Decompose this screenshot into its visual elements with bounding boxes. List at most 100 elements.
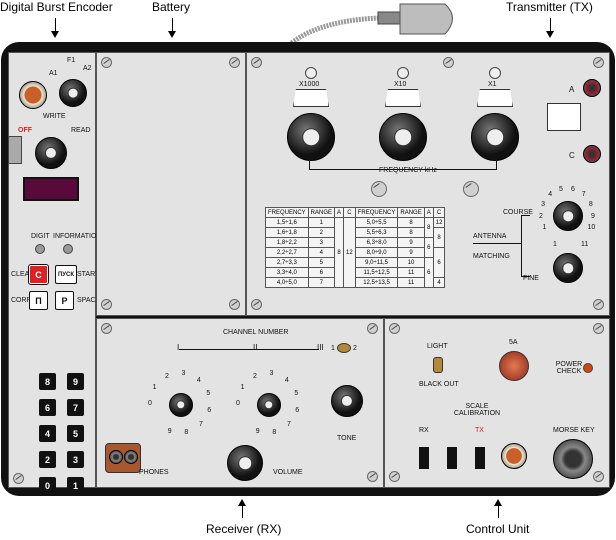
key-digit-7[interactable]: 7 xyxy=(67,399,84,416)
screw xyxy=(251,57,262,68)
label-fine: FINE xyxy=(523,275,539,282)
arrow-head-transmitter xyxy=(546,31,554,38)
scale-mark: 6 xyxy=(295,406,300,414)
callout-transmitter: Transmitter (TX) xyxy=(506,0,593,14)
adjust-screw-1[interactable] xyxy=(371,181,387,197)
label-course: COURSE xyxy=(503,209,533,216)
volume-knob[interactable] xyxy=(227,445,263,481)
key-start[interactable]: ПУСК xyxy=(55,265,77,284)
channel-dial-2[interactable] xyxy=(257,393,281,417)
table-header: A xyxy=(423,207,434,218)
scale-mark: 7 xyxy=(581,191,586,199)
table-cell: 11 xyxy=(397,277,425,288)
key-digit-0[interactable]: 0 xyxy=(39,477,56,494)
callout-battery: Battery xyxy=(152,0,191,14)
phones-socket-1[interactable] xyxy=(109,450,123,464)
antenna-matching-line xyxy=(473,243,521,244)
label-off: OFF xyxy=(18,127,32,134)
course-fine-bracket xyxy=(521,215,530,277)
tx-calibration-switch[interactable] xyxy=(475,447,485,469)
antenna-a-jack[interactable] xyxy=(583,79,601,97)
table-cell: 5,0÷5,5 xyxy=(354,217,399,228)
key-digit-3[interactable]: 3 xyxy=(67,451,84,468)
table-cell: 12,5÷13,5 xyxy=(354,277,399,288)
scale-mark: 6 xyxy=(570,185,575,193)
key-digit-8[interactable]: 8 xyxy=(39,373,56,390)
x10-knob[interactable] xyxy=(379,113,427,161)
fuse-holder[interactable] xyxy=(499,351,529,381)
table-cell: 5 xyxy=(307,257,336,268)
x1000-lamp xyxy=(305,67,317,79)
label-frequency-khz: FREQUENCY kHz xyxy=(379,167,437,174)
table-header: RANGE xyxy=(397,207,425,218)
label-x1: X1 xyxy=(488,81,497,88)
calibration-switch[interactable] xyxy=(447,447,457,469)
key-digit-5[interactable]: 5 xyxy=(67,425,84,442)
table-cell: 4 xyxy=(432,277,446,288)
label-ch1: I xyxy=(177,343,180,352)
key-digit-1[interactable]: 1 xyxy=(67,477,84,494)
table-cell: 11,5÷12,5 xyxy=(354,267,399,278)
scale-mark: 3 xyxy=(269,370,274,378)
phones-socket-2[interactable] xyxy=(124,450,138,464)
mode-knob[interactable] xyxy=(59,79,87,107)
table-header: FREQUENCY xyxy=(265,207,309,218)
table-cell: 8 xyxy=(423,217,434,238)
key-digit-4[interactable]: 4 xyxy=(39,425,56,442)
fine-knob[interactable] xyxy=(553,253,583,283)
scale-mark: 9 xyxy=(167,428,172,436)
table-header: C xyxy=(432,207,446,218)
label-x10: X10 xyxy=(394,81,407,88)
x1000-knob[interactable] xyxy=(287,113,335,161)
screw xyxy=(593,299,604,310)
scale-mark: 1 xyxy=(542,224,547,231)
tone-knob[interactable] xyxy=(331,385,363,417)
power-knob[interactable] xyxy=(35,137,67,169)
phones-jack[interactable] xyxy=(105,443,141,473)
table-cell: 8 xyxy=(334,217,345,288)
counterpoise-c-jack[interactable] xyxy=(583,145,601,163)
course-knob[interactable] xyxy=(553,201,583,231)
adjust-screw-2[interactable] xyxy=(463,181,479,197)
key-space[interactable]: P xyxy=(55,291,74,310)
connector-socket[interactable] xyxy=(19,81,47,109)
information-led xyxy=(63,244,73,254)
label-switch-2: 2 xyxy=(353,345,357,352)
callout-receiver: Receiver (RX) xyxy=(206,522,282,536)
screw xyxy=(593,57,604,68)
light-toggle[interactable] xyxy=(433,357,443,373)
scale-mark: 5 xyxy=(206,390,211,398)
channel-toggle[interactable] xyxy=(337,343,351,353)
screw xyxy=(593,471,604,482)
key-clear[interactable]: C xyxy=(28,264,49,285)
table-cell: 3 xyxy=(307,237,336,248)
key-corr[interactable]: П xyxy=(29,291,48,310)
table-cell: 12 xyxy=(343,217,356,288)
scale-mark: 3 xyxy=(541,200,546,208)
x10-lamp xyxy=(397,67,409,79)
scale-mark: 5 xyxy=(559,185,563,193)
morse-key-socket[interactable] xyxy=(553,439,593,479)
table-cell: 11 xyxy=(397,267,425,278)
key-digit-2[interactable]: 2 xyxy=(39,451,56,468)
control-panel: LIGHT BLACK OUT 5A POWER CHECK SCALE CAL… xyxy=(384,318,610,488)
table-cell: 9 xyxy=(397,237,425,248)
callout-control-unit: Control Unit xyxy=(466,522,530,536)
screw xyxy=(443,57,454,68)
control-connector[interactable] xyxy=(501,443,527,469)
channel-dial-1[interactable] xyxy=(169,393,193,417)
key-digit-9[interactable]: 9 xyxy=(67,373,84,390)
key-digit-6[interactable]: 6 xyxy=(39,399,56,416)
x1-knob[interactable] xyxy=(471,113,519,161)
scale-mark: 7 xyxy=(287,421,291,429)
scale-mark: 7 xyxy=(199,421,203,429)
screw xyxy=(251,299,262,310)
rx-calibration-switch[interactable] xyxy=(419,447,429,469)
label-a: A xyxy=(569,85,575,94)
